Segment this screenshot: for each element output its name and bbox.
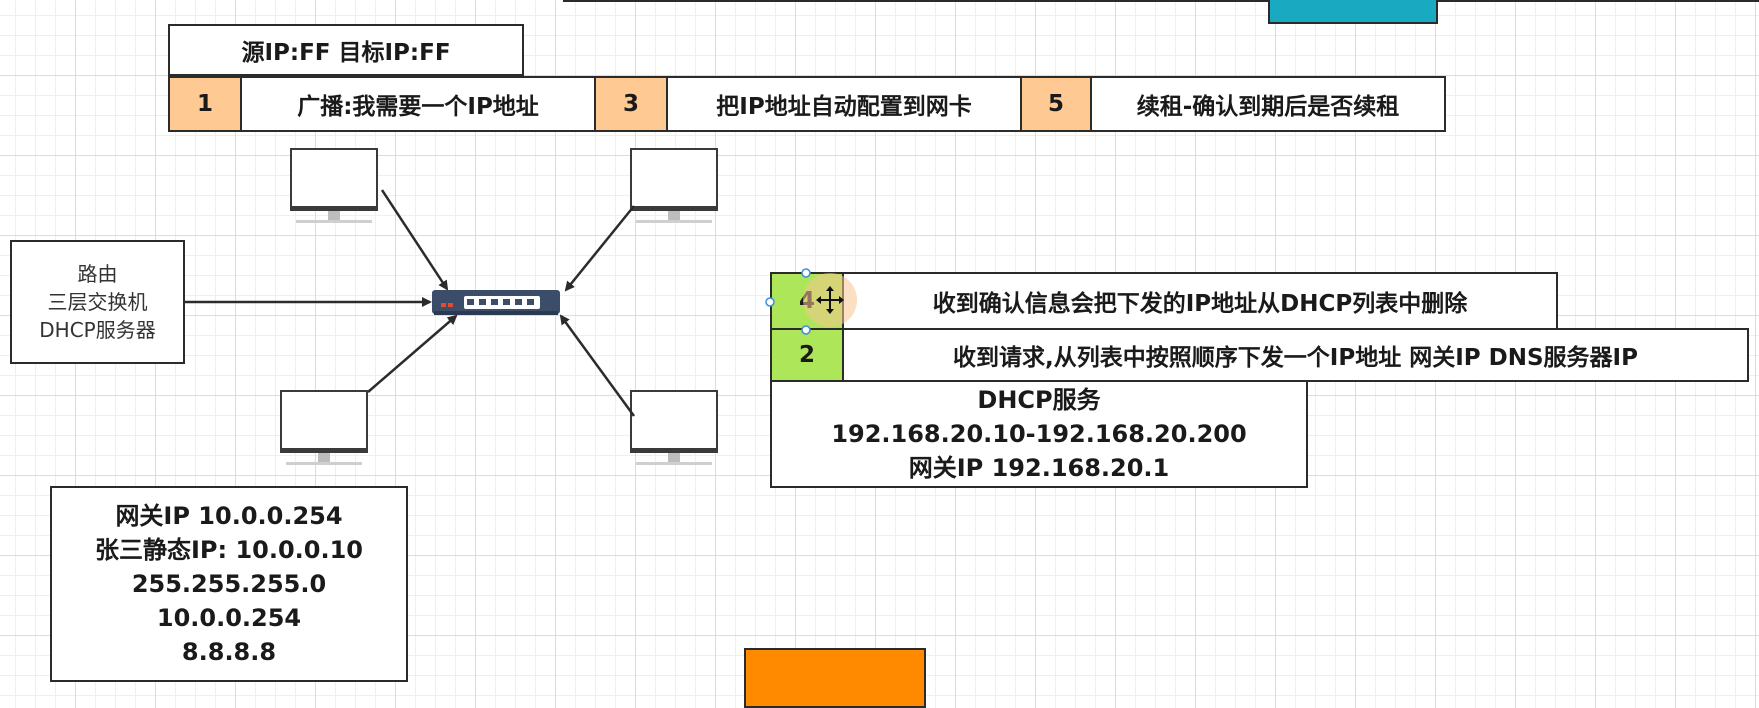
client-config-line-1: 网关IP 10.0.0.254 [115, 502, 343, 530]
step-5-label-text: 续租-确认到期后是否续租 [1136, 94, 1400, 120]
step-4-label[interactable]: 收到确认信息会把下发的IP地址从DHCP列表中删除 [842, 272, 1558, 330]
step-2-number[interactable]: 2 [770, 328, 844, 382]
step-2-label-text: 收到请求,从列表中按照顺序下发一个IP地址 网关IP DNS服务器IP [953, 345, 1638, 371]
computer-bottom-left-icon[interactable] [280, 390, 368, 484]
step-1-label-text: 广播:我需要一个IP地址 [297, 94, 539, 120]
step-3-label-text: 把IP地址自动配置到网卡 [716, 94, 972, 120]
router-line-3: DHCP服务器 [39, 318, 156, 342]
step-2-number-text: 2 [798, 342, 815, 368]
dhcp-service-line-1: DHCP服务 [977, 386, 1101, 414]
step-5-number-text: 5 [1047, 91, 1064, 117]
step-1-label[interactable]: 广播:我需要一个IP地址 [240, 76, 596, 132]
connector-bottom-right-to-switch [559, 314, 636, 417]
connector-bottom-left-to-switch [367, 314, 458, 393]
step-5-label[interactable]: 续租-确认到期后是否续租 [1090, 76, 1446, 132]
dhcp-service-box[interactable]: DHCP服务 192.168.20.10-192.168.20.200 网关IP… [770, 380, 1308, 488]
client-config-line-3: 255.255.255.0 [131, 570, 327, 598]
step-1-number-text: 1 [196, 91, 213, 117]
step-4-label-text: 收到确认信息会把下发的IP地址从DHCP列表中删除 [932, 291, 1468, 317]
step-1-number[interactable]: 1 [168, 76, 242, 132]
connector-top-right-to-switch [564, 205, 635, 292]
source-target-ip-box[interactable]: 源IP:FF 目标IP:FF [168, 24, 524, 76]
connector-top-left-to-switch [380, 189, 449, 291]
dhcp-service-line-2: 192.168.20.10-192.168.20.200 [831, 420, 1247, 448]
top-partial-teal-block [1268, 0, 1438, 24]
client-config-line-4: 10.0.0.254 [156, 604, 302, 632]
computer-top-left-icon[interactable] [290, 148, 378, 242]
step-2-label[interactable]: 收到请求,从列表中按照顺序下发一个IP地址 网关IP DNS服务器IP [842, 328, 1749, 382]
router-line-2: 三层交换机 [47, 290, 148, 314]
step-3-label[interactable]: 把IP地址自动配置到网卡 [666, 76, 1022, 132]
router-dhcp-server-box[interactable]: 路由 三层交换机 DHCP服务器 [10, 240, 185, 364]
top-partial-yellow-block [1118, 0, 1256, 2]
computer-bottom-right-icon[interactable] [630, 390, 718, 484]
router-line-1: 路由 [77, 262, 118, 286]
client-config-line-5: 8.8.8.8 [181, 638, 277, 666]
bottom-orange-block[interactable] [744, 648, 926, 708]
step-5-number[interactable]: 5 [1020, 76, 1092, 132]
computer-top-right-icon[interactable] [630, 148, 718, 242]
step-3-number[interactable]: 3 [594, 76, 668, 132]
client-config-line-2: 张三静态IP: 10.0.0.10 [94, 536, 364, 564]
dhcp-service-line-3: 网关IP 192.168.20.1 [908, 454, 1170, 482]
client-static-config-box[interactable]: 网关IP 10.0.0.254 张三静态IP: 10.0.0.10 255.25… [50, 486, 408, 682]
step-4-number-text: 4 [798, 288, 815, 314]
step-4-number[interactable]: 4 [770, 272, 844, 330]
network-switch-icon[interactable] [432, 290, 560, 315]
source-target-ip-text: 源IP:FF 目标IP:FF [241, 40, 451, 66]
step-3-number-text: 3 [622, 91, 639, 117]
